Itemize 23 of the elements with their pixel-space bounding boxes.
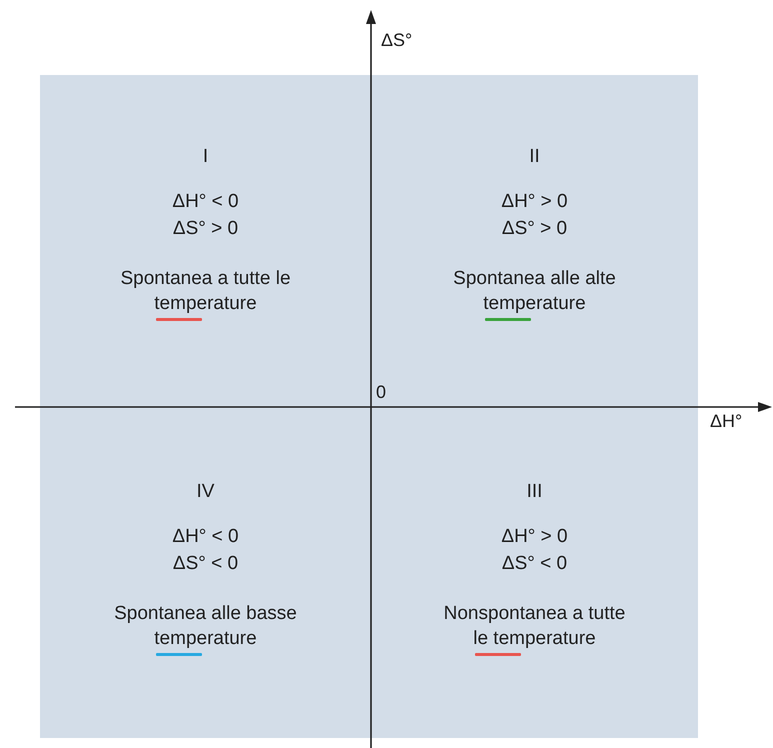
quadrant-number: II — [529, 145, 540, 169]
axis-label: ΔH° — [710, 411, 742, 432]
quadrant-number: I — [202, 145, 208, 169]
condition-text: ΔH° > 0 — [501, 190, 568, 214]
condition-text: ΔH° < 0 — [172, 190, 239, 214]
quadrant-panel — [40, 75, 371, 407]
condition-text: ΔH° > 0 — [501, 525, 568, 549]
description-text: Spontanea alle basse temperature — [113, 602, 298, 651]
quadrant-number: III — [526, 480, 542, 504]
condition-text: ΔH° < 0 — [172, 525, 239, 549]
condition-text: ΔS° < 0 — [502, 552, 568, 576]
condition-text: ΔS° > 0 — [172, 217, 238, 241]
description-text: Spontanea alle alte temperature — [452, 267, 617, 316]
description-text: Nonspontanea a tutte le temperature — [442, 602, 626, 651]
quadrant-panel — [40, 407, 371, 738]
axis-label: 0 — [376, 382, 386, 403]
condition-text: ΔS° < 0 — [172, 552, 238, 576]
quadrant-number: IV — [196, 480, 214, 504]
axis-label: ΔS° — [381, 30, 412, 51]
condition-text: ΔS° > 0 — [502, 217, 568, 241]
quadrant-panel — [371, 407, 698, 738]
quadrant-panel — [371, 75, 698, 407]
description-text: Spontanea a tutte le temperature — [119, 267, 292, 316]
